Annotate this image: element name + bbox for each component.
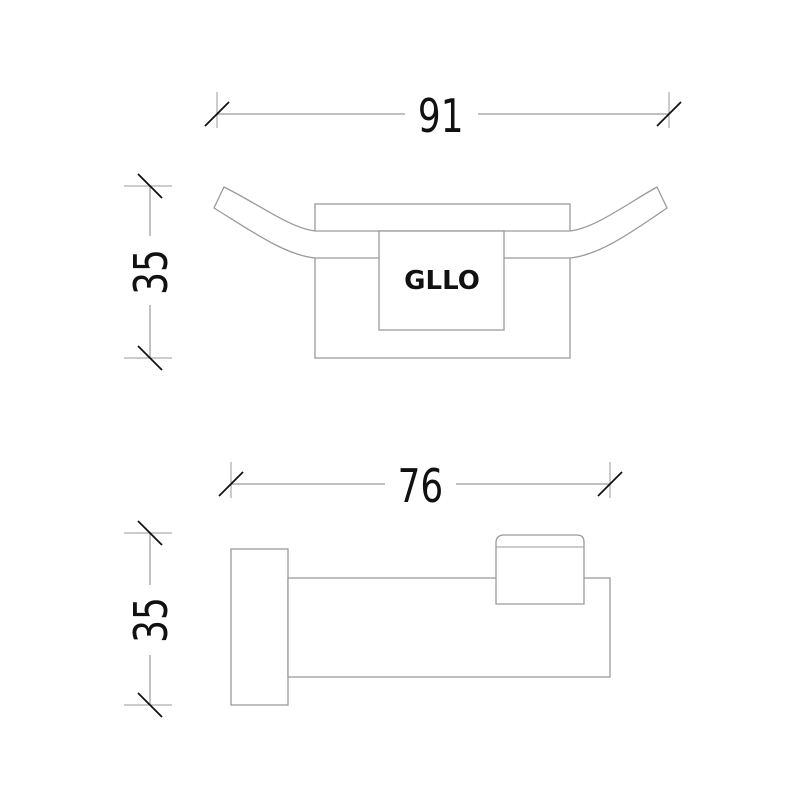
side-view: 76 35	[124, 460, 623, 718]
front-height-label: 35	[125, 249, 179, 295]
side-depth-label: 76	[398, 460, 444, 514]
dimension-tick-left	[204, 101, 230, 127]
dimension-tick-left	[218, 471, 244, 497]
dimension-tick-top	[137, 520, 163, 546]
center-boss	[378, 230, 505, 331]
side-height-label: 35	[125, 597, 179, 643]
dimension-tick-right	[597, 471, 623, 497]
side-height-dimension: 35	[124, 520, 179, 718]
side-wall-plate	[230, 548, 289, 706]
dimension-tick-right	[656, 101, 682, 127]
side-top-cap	[495, 534, 585, 605]
front-height-dimension: 35	[124, 173, 179, 371]
brand-logo: GLLO	[404, 266, 480, 296]
side-depth-dimension: 76	[218, 460, 623, 514]
front-width-label: 91	[418, 90, 464, 144]
front-width-dimension: 91	[204, 90, 682, 144]
dimension-tick-top	[137, 173, 163, 199]
front-view: 91 35 GLLO	[124, 90, 682, 371]
dimension-tick-bottom	[137, 345, 163, 371]
dimension-tick-bottom	[137, 692, 163, 718]
hook-arms	[213, 186, 668, 259]
